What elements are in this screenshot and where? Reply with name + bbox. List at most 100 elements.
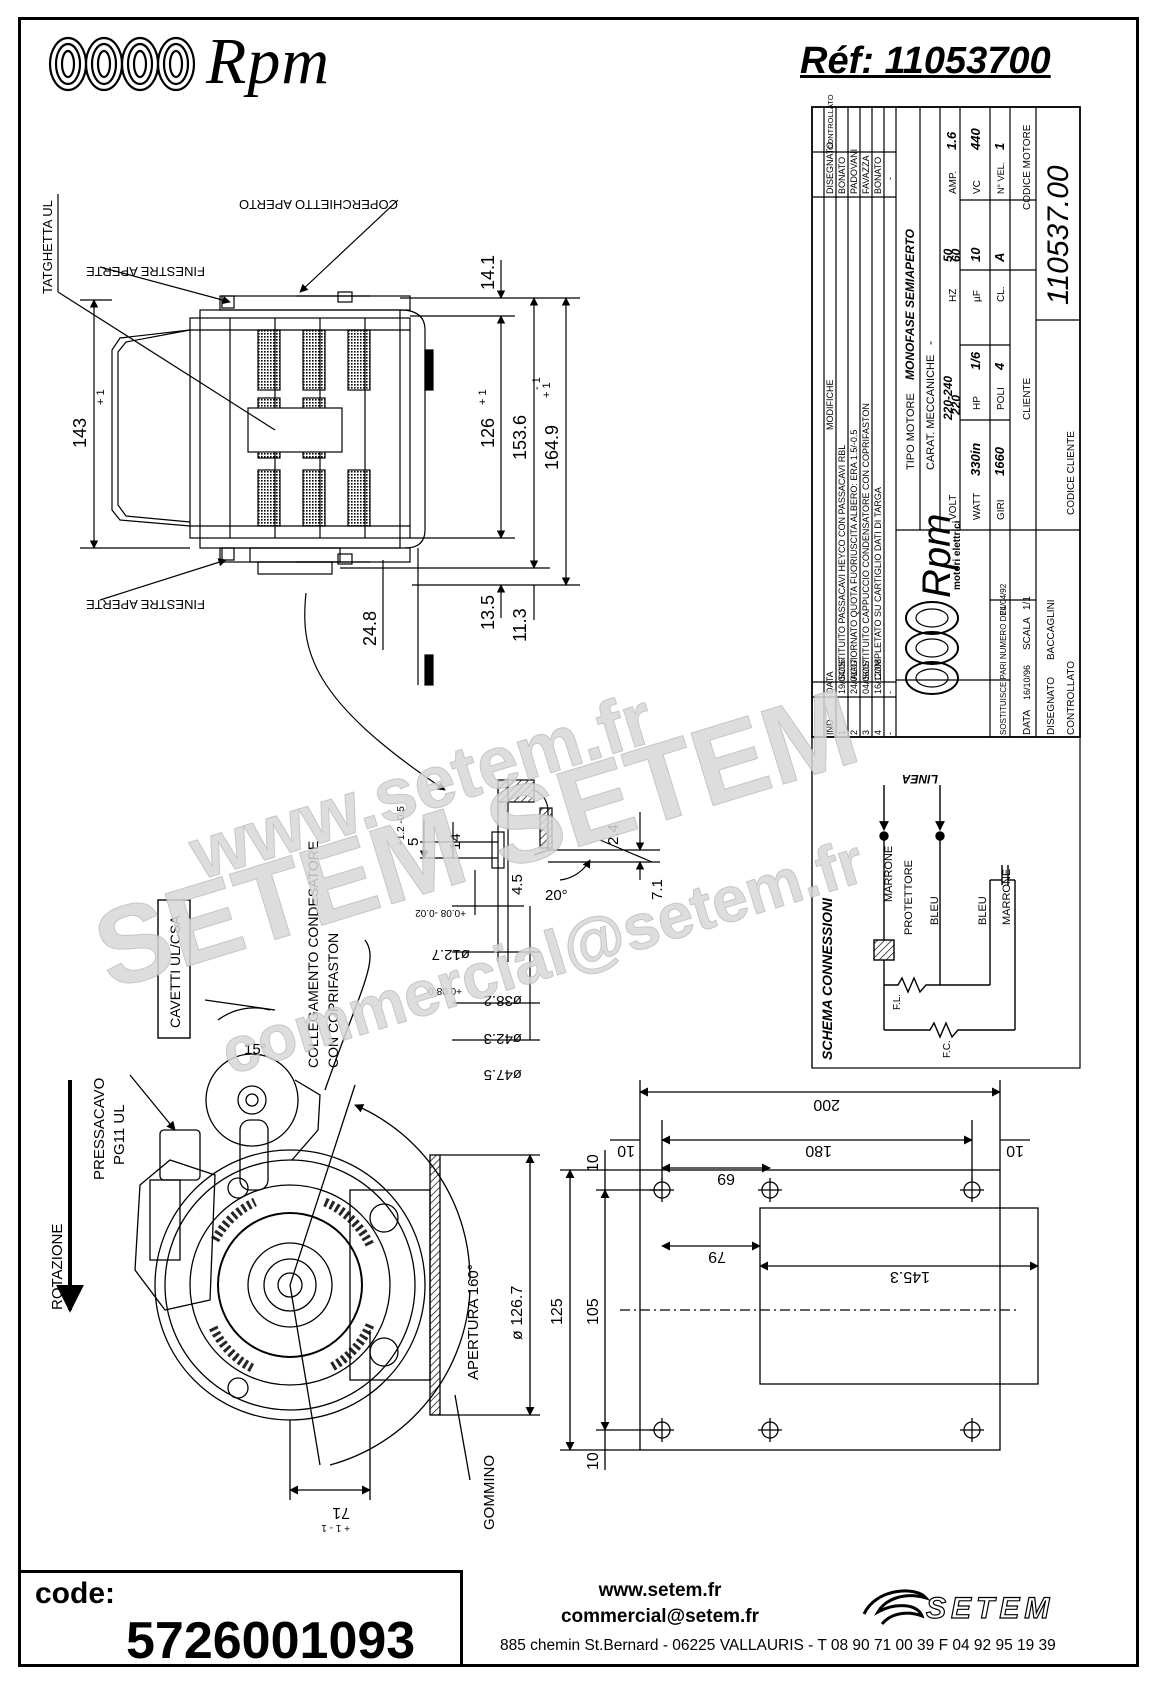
dim-38-2: ø38.2 (484, 992, 522, 1009)
code-label: code: (35, 1577, 116, 1610)
svg-text:BLEU: BLEU (977, 896, 989, 925)
svg-text:PROTETTORE: PROTETTORE (903, 860, 915, 935)
svg-text:16/10/96: 16/10/96 (1022, 665, 1032, 700)
dim-153-6-tol: - 1 (531, 377, 543, 390)
svg-text:FAVAZZA: FAVAZZA (861, 155, 871, 194)
dim-2-4: 2.4 (605, 824, 622, 845)
dim-125: 125 (549, 1298, 566, 1325)
rev-date-header: DATA (825, 671, 835, 694)
dim-126-tol: + 1 (477, 389, 489, 405)
dim-11-3: 11.3 (510, 608, 530, 642)
base-view (560, 1080, 1039, 1470)
dim-7-1: 7.1 (649, 879, 666, 900)
svg-text:-: - (885, 732, 895, 735)
svg-text:F.C.: F.C. (942, 1040, 953, 1058)
cl-value: A (992, 253, 1007, 263)
dim-4-5: 4.5 (509, 874, 526, 895)
svg-text:CODICE MOTORE: CODICE MOTORE (1022, 124, 1033, 210)
svg-text:CONTROLLATO: CONTROLLATO (1066, 661, 1077, 735)
dim-13-5: 13.5 (478, 595, 498, 630)
svg-text:-: - (885, 691, 895, 694)
dim-71: 71 (332, 1504, 350, 1521)
svg-text:19/04/06: 19/04/06 (837, 659, 847, 694)
svg-text:1: 1 (837, 730, 847, 735)
svg-text:F.L.: F.L. (892, 994, 903, 1010)
capacitor-label-line2: CON COPRIFASTON (325, 933, 341, 1068)
code-box: code: 5726001093 (18, 1570, 463, 1670)
svg-text:4: 4 (873, 730, 883, 735)
svg-text:N° VEL.: N° VEL. (996, 162, 1006, 194)
dim-143: 143 (70, 418, 90, 448)
front-view (56, 939, 540, 1500)
motor-type: MONOFASE SEMIAPERTO (903, 228, 917, 380)
svg-text:BONATO: BONATO (873, 157, 883, 194)
title-block-brand-sub: motori elettrici (952, 520, 963, 590)
gland-label-line1: PRESSACAVO (91, 1078, 108, 1180)
svg-text:BACCAGLINI: BACCAGLINI (1046, 599, 1057, 660)
dim-12-7-tol: +0.08 -0.02 (415, 907, 466, 918)
amp-value: 1.6 (944, 131, 959, 150)
angle-15deg: 15° (244, 1041, 267, 1058)
svg-text:HP: HP (972, 396, 983, 410)
cover-label: COPERCHIETTO APERTO (239, 197, 398, 212)
svg-text:CL.: CL. (996, 286, 1007, 302)
website-link[interactable]: www.setem.fr (598, 1580, 722, 1601)
tag-label: TATGHETTA UL (40, 200, 55, 294)
svg-text:COMPLETATO SU CARTIGLIO DATI D: COMPLETATO SU CARTIGLIO DATI DI TARGA (873, 487, 883, 680)
reference-number: Réf: 11053700 (800, 40, 1051, 82)
motor-body (189, 317, 411, 539)
hz-value: 50 (941, 248, 955, 262)
dim-14: 14 (447, 833, 464, 850)
shaft-detail (419, 779, 660, 1041)
hp-value: 1/6 (968, 351, 983, 370)
dim-164-9-tol: + 1 (541, 382, 553, 398)
wiring-diagram (873, 785, 1016, 1039)
title-block (811, 106, 1081, 1069)
shaft-detail-dimensions: 5 +1.2 -0.5 14 2.4 4.5 7.1 20° ø12.7 +0.… (396, 806, 666, 1083)
svg-text:220: 220 (949, 395, 963, 416)
title-block-revisions: IND DATA MODIFICHE DISEGNATO CONTROLLATO… (825, 94, 895, 735)
dim-126-7: ø 126.7 (509, 1286, 526, 1340)
dim-153-6: 153.6 (510, 415, 530, 460)
opening-label: APERTURA 160° (465, 1264, 482, 1380)
svg-text:CODICE CLIENTE: CODICE CLIENTE (1066, 431, 1077, 515)
svg-text:MARRONE: MARRONE (1001, 869, 1013, 925)
gland-label-line2: PG11 UL (111, 1104, 128, 1165)
setem-logo-text: SETEM (925, 1591, 1055, 1625)
dim-164-9: 164.9 (542, 425, 562, 470)
address: 885 chemin St.Bernard - 06225 VALLAURIS … (500, 1637, 1056, 1654)
email-link[interactable]: commercial@setem.fr (560, 1606, 760, 1627)
svg-text:WATT: WATT (972, 493, 983, 520)
dim-20deg: 20° (545, 887, 568, 904)
title-block-coil-logo-icon (905, 601, 959, 695)
cables-label: CAVETTI UL/CSA (167, 915, 183, 1028)
giri-value: 1660 (992, 446, 1007, 476)
side-view-dimensions: 143 + 1 126 + 1 153.6 - 1 164.9 + 1 14.1… (70, 255, 562, 646)
rotation-label: ROTAZIONE (49, 1224, 66, 1310)
title-block-fields: Rpm motori elettrici TIPO MOTORE MONOFAS… (903, 124, 1077, 735)
base-view-dimensions: 200 180 10 10 69 79 145.3 125 105 10 10 (549, 1096, 1024, 1470)
svg-text:SOSTITUITO PASSACAVI HEYCO CON: SOSTITUITO PASSACAVI HEYCO CON PASSACAVI… (837, 445, 847, 680)
side-view (57, 194, 580, 791)
dim-42-3: ø42.3 (484, 1030, 522, 1047)
setem-logo: SETEM (856, 1580, 1116, 1632)
svg-text:µF: µF (972, 290, 983, 302)
svg-text:24/01/07: 24/01/07 (849, 659, 859, 694)
svg-text:VC: VC (972, 180, 983, 194)
svg-text:CARAT. MECCANICHE: CARAT. MECCANICHE (925, 355, 937, 470)
dim-180: 180 (805, 1142, 832, 1159)
svg-text:POLI: POLI (996, 387, 1007, 410)
svg-text:BLEU: BLEU (929, 896, 941, 925)
svg-text:3: 3 (861, 730, 871, 735)
wiring-title: SCHEMA CONNESSIONI (819, 897, 835, 1060)
rev-checked-header: CONTROLLATO (826, 94, 835, 150)
svg-text:BONATO: BONATO (837, 157, 847, 194)
svg-text:16/12/08: 16/12/08 (873, 659, 883, 694)
dim-143-tol: + 1 (95, 389, 107, 405)
watt-value: 330in (968, 443, 983, 476)
svg-text:-: - (923, 341, 937, 345)
side-view-labels: TATGHETTA UL COPERCHIETTO APERTO FINESTR… (40, 197, 398, 612)
svg-text:60: 60 (949, 248, 963, 262)
dim-10-right: 10 (1006, 1142, 1024, 1159)
